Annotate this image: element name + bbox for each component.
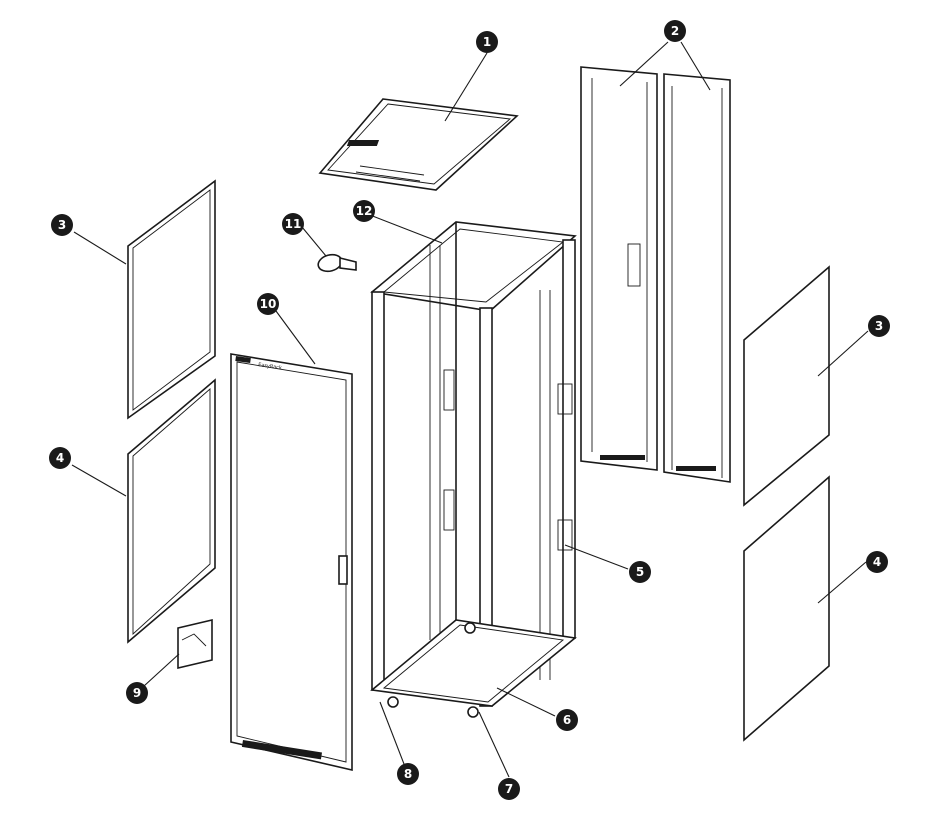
badge-2-number: 2 (671, 24, 679, 38)
key (317, 253, 357, 273)
badge-3-left: 3 (51, 214, 73, 236)
rack-frame (370, 221, 577, 718)
badge-4-left: 4 (49, 447, 71, 469)
badge-6: 6 (556, 709, 578, 731)
door-model-text: EasyRack (258, 362, 283, 371)
badge-5-number: 5 (636, 565, 644, 579)
badge-11: 11 (282, 213, 304, 235)
badge-3-right-number: 3 (875, 319, 883, 333)
top-cover (318, 98, 519, 191)
badge-5: 5 (629, 561, 651, 583)
badge-10-number: 10 (260, 297, 277, 311)
badge-8-number: 8 (404, 767, 412, 781)
front-door: EasyRack (230, 353, 353, 772)
side-panel-left-upper (127, 179, 216, 420)
badge-12-number: 12 (356, 204, 373, 218)
badge-1: 1 (476, 31, 498, 53)
side-panel-right-lower (743, 475, 830, 742)
leader-lines (71, 41, 869, 778)
badge-3-left-number: 3 (58, 218, 66, 232)
badge-11-number: 11 (285, 217, 302, 231)
badge-4-left-number: 4 (56, 451, 64, 465)
badge-3-right: 3 (868, 315, 890, 337)
side-panel-left-lower (127, 378, 216, 644)
badge-1-number: 1 (483, 35, 491, 49)
badge-9: 9 (126, 682, 148, 704)
badge-4-right-number: 4 (873, 555, 881, 569)
rear-door-left (580, 66, 658, 471)
hardware-bag (177, 618, 213, 670)
badge-2: 2 (664, 20, 686, 42)
badge-8: 8 (397, 763, 419, 785)
badge-10: 10 (257, 293, 279, 315)
badge-7: 7 (498, 778, 520, 800)
badge-9-number: 9 (133, 686, 141, 700)
badge-4-right: 4 (866, 551, 888, 573)
badge-7-number: 7 (505, 782, 513, 796)
badge-6-number: 6 (563, 713, 571, 727)
side-panel-right-upper (743, 265, 830, 507)
rear-door-right (663, 73, 731, 483)
badge-12: 12 (353, 200, 375, 222)
